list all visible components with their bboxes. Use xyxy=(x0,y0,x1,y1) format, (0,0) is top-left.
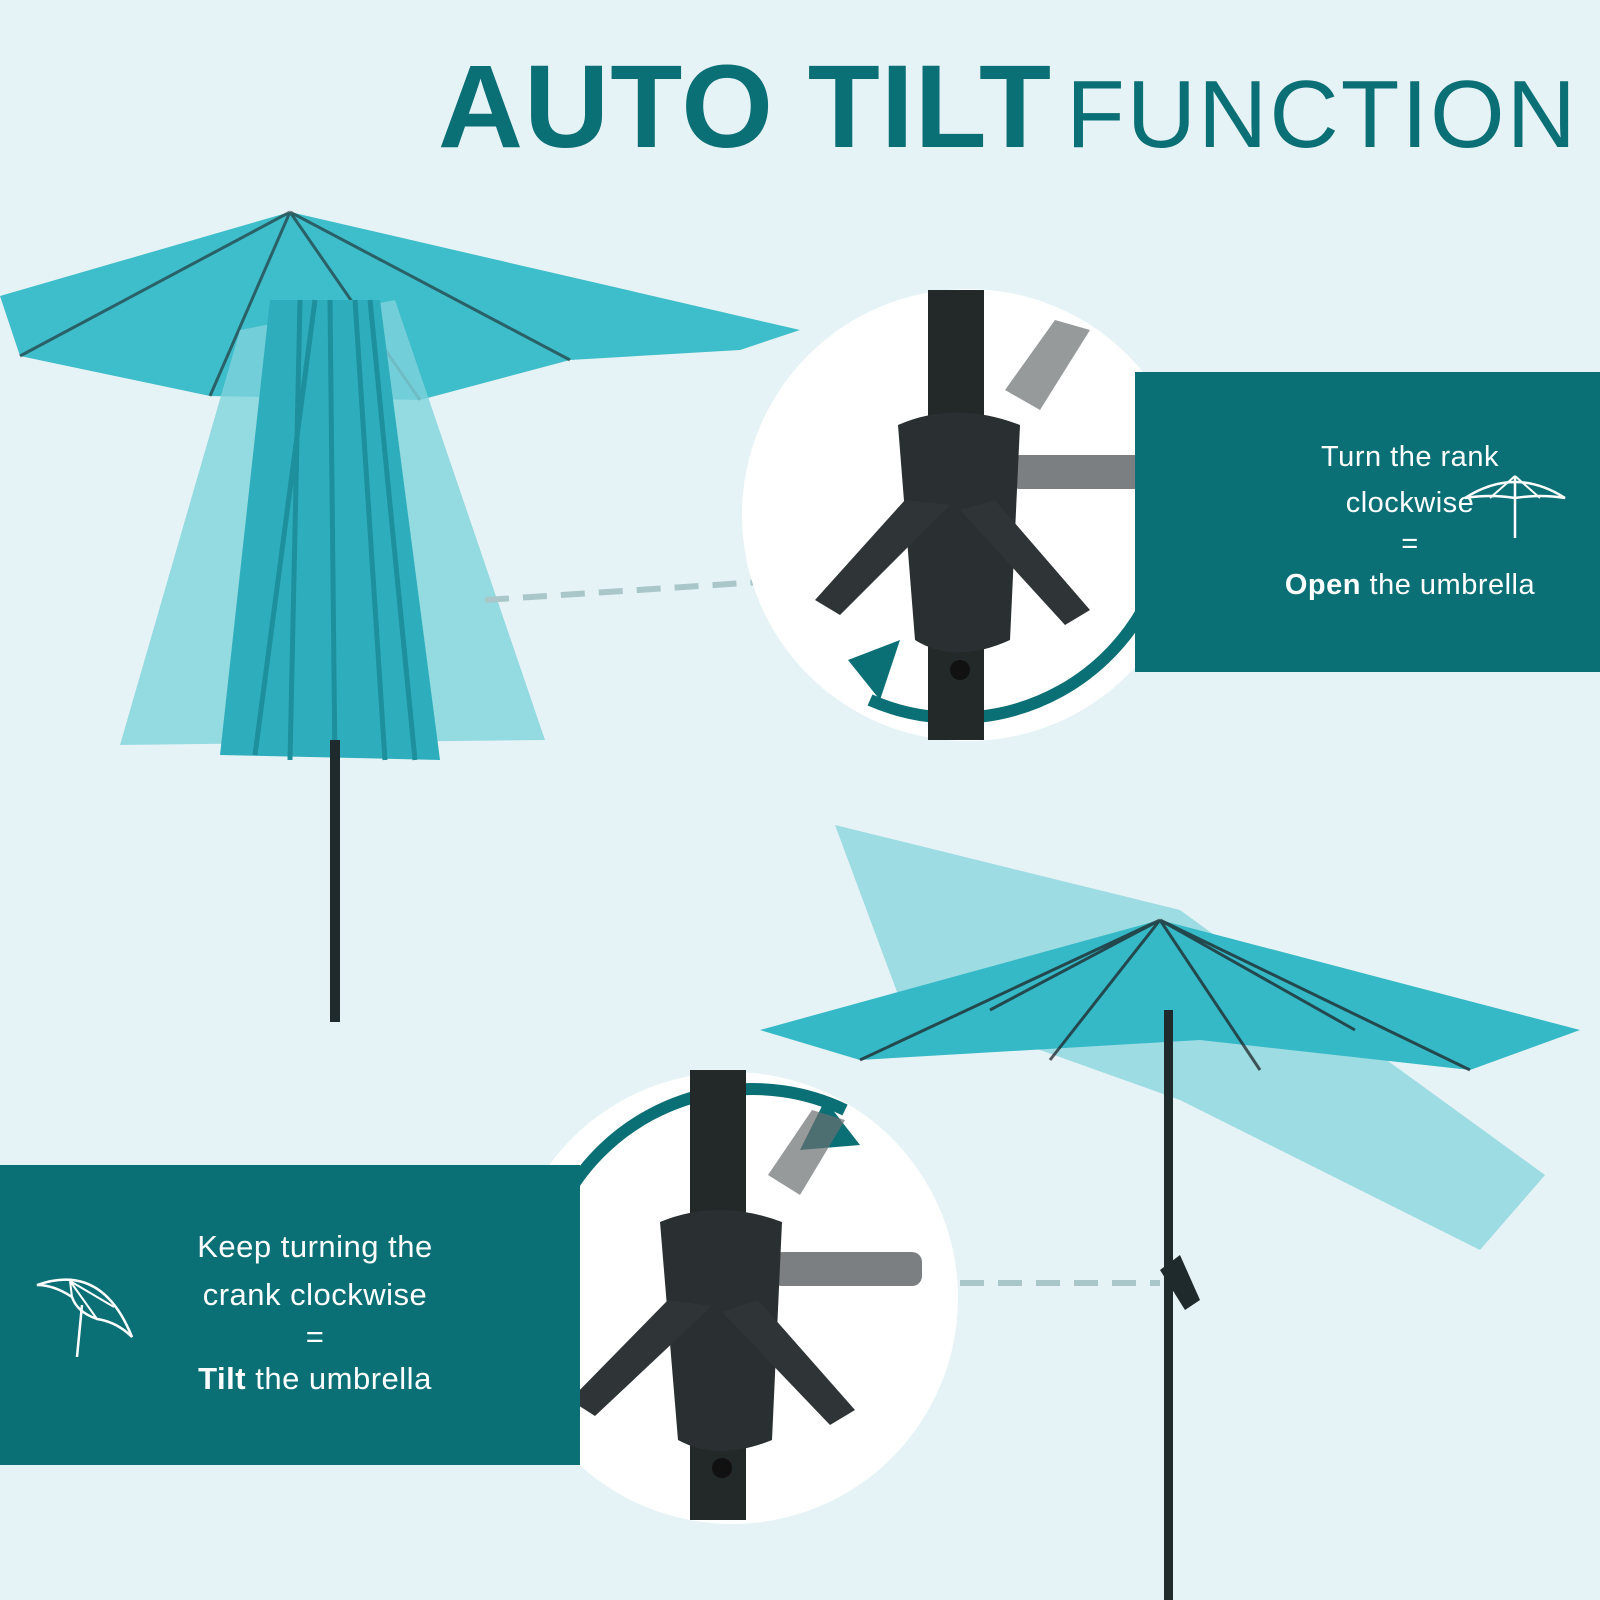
tilt-instruction-text: Keep turning the crank clockwise = Tilt … xyxy=(160,1223,470,1403)
connector-top xyxy=(484,579,761,603)
title-bold: AUTO TILT xyxy=(437,41,1053,173)
umbrella-open-icon xyxy=(1464,475,1566,538)
crank-detail-bottom xyxy=(506,1070,958,1524)
open-instruction-panel: Turn the rank clockwise = Open the umbre… xyxy=(1135,372,1600,672)
open-equals: = xyxy=(1401,528,1419,560)
title-light: FUNCTION xyxy=(1066,61,1578,168)
open-instruction-text: Turn the rank clockwise = Open the umbre… xyxy=(1235,434,1585,608)
crank-detail-top xyxy=(742,289,1194,741)
tilt-instruction-panel: Keep turning the crank clockwise = Tilt … xyxy=(0,1165,580,1465)
tilt-line-1: Keep turning the xyxy=(197,1229,433,1264)
tilt-equals: = xyxy=(305,1319,325,1354)
tilt-action: Tilt xyxy=(198,1361,247,1396)
open-action: Open xyxy=(1284,569,1361,601)
open-line-1: Turn the rank xyxy=(1321,441,1499,473)
open-rest: the umbrella xyxy=(1360,569,1536,601)
tilt-line-2: crank clockwise xyxy=(202,1277,428,1312)
tilt-rest: the umbrella xyxy=(246,1361,432,1396)
open-line-2: clockwise xyxy=(1345,487,1475,519)
closed-umbrella xyxy=(0,210,800,1022)
umbrella-tilted-icon xyxy=(36,1278,134,1357)
tilted-umbrella xyxy=(760,825,1580,1600)
